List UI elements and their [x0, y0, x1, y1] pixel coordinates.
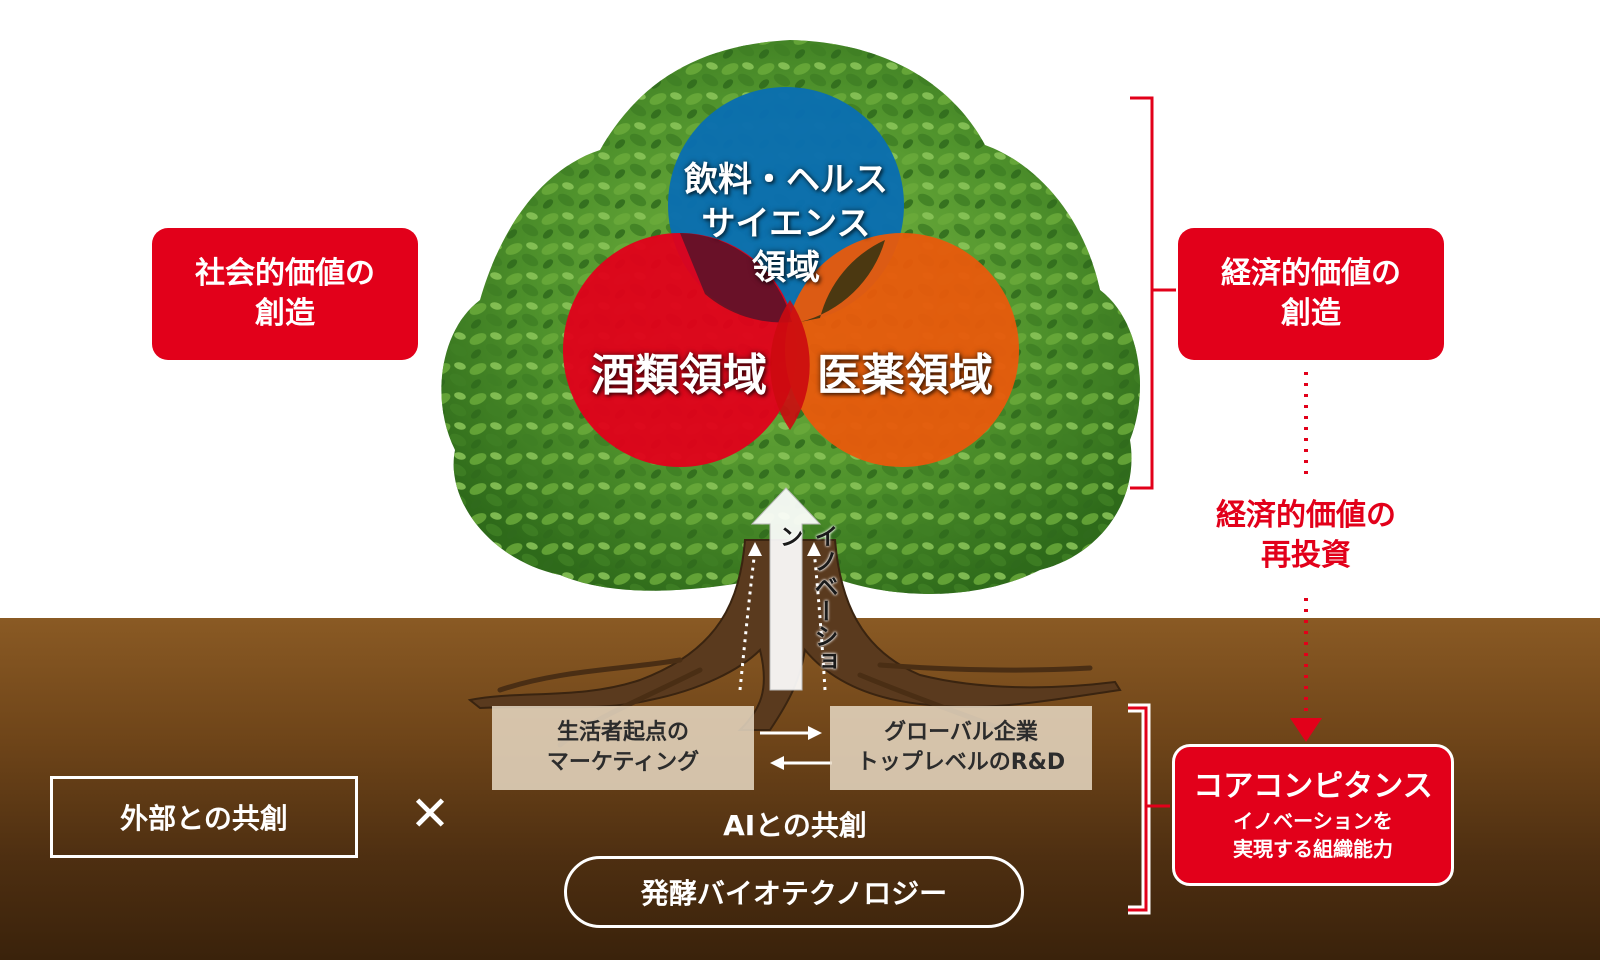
- reinvest-label: 経済的価値の 再投資: [1176, 496, 1436, 576]
- social-value-line2: 創造: [255, 296, 315, 331]
- rnd-line2: トップレベルのR&D: [856, 750, 1066, 775]
- social-value-line1: 社会的価値の: [195, 256, 375, 291]
- external-cocreation-box: 外部との共創: [50, 776, 358, 858]
- core-line2: 実現する組織能力: [1233, 837, 1393, 861]
- times-icon: ✕: [409, 786, 451, 842]
- economic-bracket: [1130, 96, 1176, 490]
- arrow-left-icon: [770, 756, 784, 770]
- marketing-line2: マーケティング: [546, 750, 700, 775]
- social-value-box: 社会的価値の 創造: [152, 228, 418, 360]
- pharma-label: 医薬領域: [817, 350, 993, 401]
- trunk-flow-arrowhead-right: [807, 542, 821, 556]
- overlap-red-orange: [770, 300, 810, 430]
- beverage-health-line3: 領域: [752, 248, 820, 288]
- exchange-arrows: [760, 726, 832, 770]
- domain-circles: [563, 87, 1019, 467]
- biotech-pill: 発酵バイオテクノロジー: [564, 856, 1024, 928]
- innovation-arrow-icon: [750, 487, 822, 691]
- beverage-health-line1: 飲料・ヘルス: [684, 160, 888, 200]
- arrow-right-icon: [808, 726, 822, 740]
- core-competence-box: コアコンピタンス イノベーションを 実現する組織能力: [1172, 744, 1454, 886]
- ai-cocreation-label: AIとの共創: [723, 809, 867, 842]
- beverage-health-line2: サイエンス: [701, 204, 871, 244]
- core-bracket-inner: [1128, 706, 1170, 912]
- marketing-line1: 生活者起点の: [556, 720, 689, 745]
- economic-value-box: 経済的価値の 創造: [1178, 228, 1444, 360]
- marketing-box: 生活者起点の マーケティング: [492, 706, 754, 790]
- innovation-label: イノベーション: [775, 524, 838, 674]
- reinvest-line2: 再投資: [1261, 538, 1351, 573]
- beverage-health-label: 飲料・ヘルス サイエンス 領域: [676, 158, 896, 290]
- alcohol-label: 酒類領域: [591, 350, 767, 401]
- trunk-flow-arrowhead-left: [748, 542, 762, 556]
- overlap-blue-red: [680, 233, 792, 323]
- core-bracket: [1128, 703, 1151, 915]
- trunk-flow-lines: [738, 549, 827, 691]
- core-title: コアコンピタンス: [1193, 769, 1433, 804]
- biotech-label: 発酵バイオテクノロジー: [640, 877, 948, 910]
- reinvest-arrowhead: [1290, 718, 1322, 742]
- reinvest-line1: 経済的価値の: [1216, 498, 1396, 533]
- economic-value-line1: 経済的価値の: [1221, 256, 1401, 291]
- overlap-blue-orange: [800, 240, 885, 322]
- rnd-line1: グローバル企業: [884, 720, 1038, 745]
- external-cocreation-label: 外部との共創: [120, 802, 288, 835]
- economic-value-line2: 創造: [1281, 296, 1341, 331]
- rnd-box: グローバル企業 トップレベルのR&D: [830, 706, 1092, 790]
- core-line1: イノベーションを: [1233, 809, 1393, 833]
